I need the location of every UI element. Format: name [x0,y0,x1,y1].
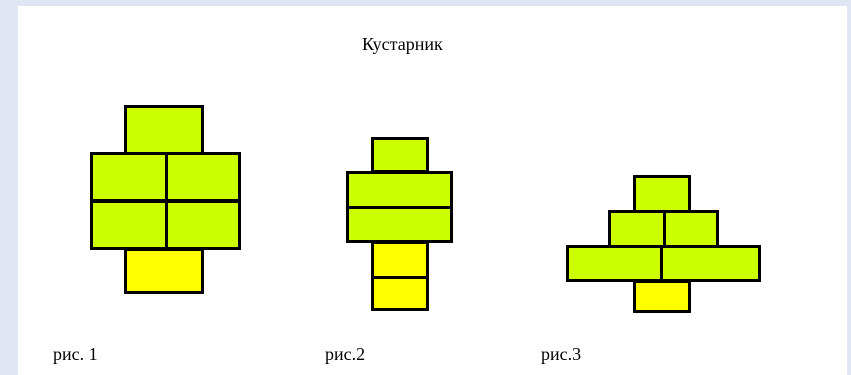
document-page: Кустарник рис. 1 рис.2 рис.3 [18,6,847,375]
fig2-top-block [371,137,429,173]
fig1-top-block [124,105,204,155]
fig2-upper-wide-block [346,171,453,209]
caption-figure-1: рис. 1 [53,344,98,364]
fig1-lower-right-block [165,200,241,250]
fig1-middle-right-block [165,152,241,202]
fig2-lower-wide-block [346,206,453,243]
fig2-trunk-upper-block [371,241,429,279]
fig1-middle-left-block [90,152,168,202]
fig2-trunk-lower-block [371,276,429,311]
fig1-trunk-block [124,248,204,294]
fig3-top-block [633,175,691,213]
fig3-bottom-left-block [566,245,663,282]
caption-figure-3: рис.3 [541,344,582,364]
page-title: Кустарник [362,34,443,54]
fig3-middle-right-block [663,210,719,248]
fig1-lower-left-block [90,200,168,250]
fig3-trunk-block [633,280,691,313]
fig3-middle-left-block [608,210,666,248]
caption-figure-2: рис.2 [325,344,366,364]
fig3-bottom-right-block [660,245,761,282]
